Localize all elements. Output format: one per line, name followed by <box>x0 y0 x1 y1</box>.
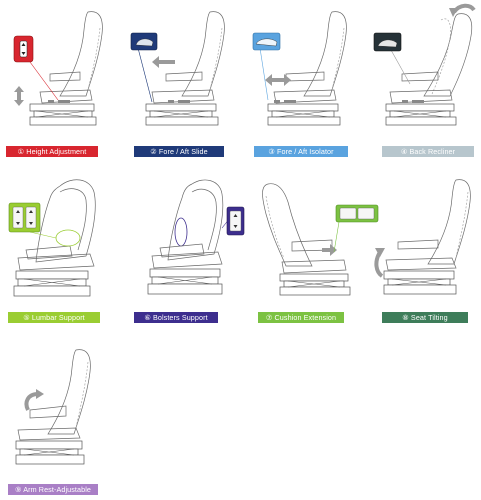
label-lumbar-support: ⑤ Lumbar Support <box>8 312 100 323</box>
label-height-adjustment: ① Height Adjustment <box>6 146 98 157</box>
seat-lumbar-illustration <box>8 179 96 297</box>
seat-recliner-illustration <box>373 3 476 126</box>
seat-tilting-illustration <box>374 179 471 295</box>
label-fore-aft-isolator: ③ Fore / Aft Isolator <box>254 146 348 157</box>
label-arm-rest-adjustable: ⑨ Arm Rest-Adjustable <box>8 484 98 495</box>
label-back-recliner: ④ Back Recliner <box>382 146 474 157</box>
seat-isolator-illustration <box>252 11 347 126</box>
feature-seat-tilting: ⑧ Seat Tilting <box>372 170 481 330</box>
label-bolsters-support: ⑥ Bolsters Support <box>134 312 218 323</box>
feature-fore-aft-slide: ② Fore / Aft Slide <box>124 0 244 160</box>
label-cushion-extension: ⑦ Cushion Extension <box>258 312 344 323</box>
feature-height-adjustment: ① Height Adjustment <box>0 0 120 160</box>
seat-bolsters-illustration <box>147 179 245 295</box>
feature-bolsters-support: ⑥ Bolsters Support <box>130 170 256 330</box>
seat-cushion-extension-illustration <box>262 183 379 296</box>
feature-cushion-extension: ⑦ Cushion Extension <box>258 170 379 330</box>
label-fore-aft-slide: ② Fore / Aft Slide <box>134 146 224 157</box>
feature-arm-rest-adjustable: ⑨ Arm Rest-Adjustable <box>0 340 120 500</box>
feature-fore-aft-isolator: ③ Fore / Aft Isolator <box>246 0 366 160</box>
seat-slide-illustration <box>130 11 225 126</box>
label-seat-tilting: ⑧ Seat Tilting <box>382 312 468 323</box>
feature-back-recliner: ④ Back Recliner <box>366 0 481 160</box>
seat-height-illustration <box>13 11 103 126</box>
seat-armrest-illustration <box>15 349 91 465</box>
feature-lumbar-support: ⑤ Lumbar Support <box>0 170 130 330</box>
